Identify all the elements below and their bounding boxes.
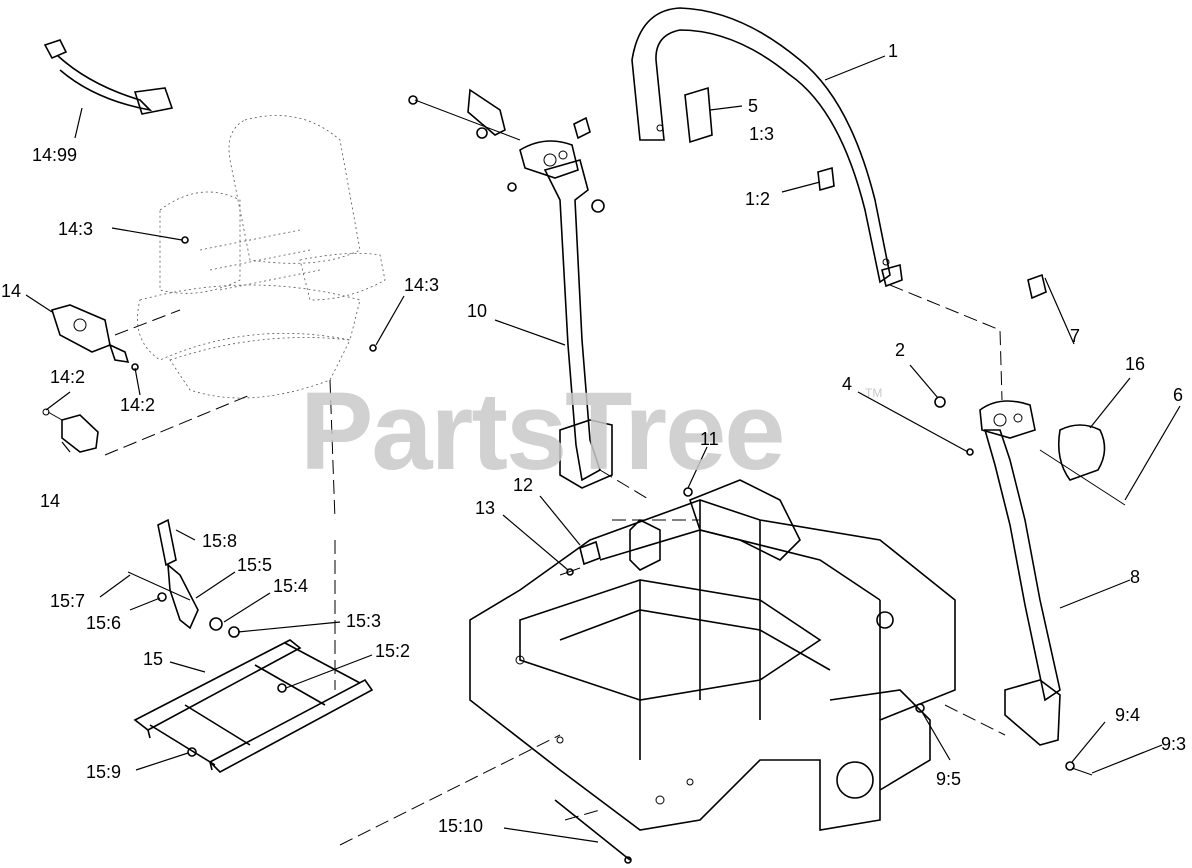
callout-2[interactable]: 2 xyxy=(895,340,906,360)
main-frame-chassis[interactable] xyxy=(469,479,956,831)
callout-11[interactable]: 11 xyxy=(700,429,719,449)
callout-15-6[interactable]: 15:6 xyxy=(86,613,122,633)
callout-15-3[interactable]: 15:3 xyxy=(346,611,382,631)
bolt-14-3b[interactable] xyxy=(369,344,377,352)
decal-1-2 xyxy=(817,166,835,192)
callout-15-10[interactable]: 15:10 xyxy=(438,816,484,836)
callout-15-9[interactable]: 15:9 xyxy=(86,762,122,782)
seat-adjuster-handle[interactable] xyxy=(157,518,199,630)
callout-12[interactable]: 12 xyxy=(513,475,534,495)
callout-9-3[interactable]: 9:3 xyxy=(1161,734,1187,754)
callout-15[interactable]: 15 xyxy=(143,649,164,669)
callout-15-5[interactable]: 15:5 xyxy=(237,555,273,575)
callout-14-b[interactable]: 14 xyxy=(40,491,61,511)
rops-upper-hoop[interactable] xyxy=(631,7,903,288)
callout-9-4[interactable]: 9:4 xyxy=(1115,705,1141,725)
frame-hardware[interactable] xyxy=(559,487,693,576)
callout-16[interactable]: 16 xyxy=(1125,354,1146,374)
callout-1[interactable]: 1 xyxy=(888,41,899,61)
callout-9-5[interactable]: 9:5 xyxy=(936,769,962,789)
callout-8[interactable]: 8 xyxy=(1130,567,1141,587)
rops-left-hardware[interactable] xyxy=(408,88,605,213)
callout-7[interactable]: 7 xyxy=(1070,326,1081,346)
callout-6[interactable]: 6 xyxy=(1173,385,1184,405)
callout-4[interactable]: 4 xyxy=(842,374,853,394)
rod-15-10[interactable] xyxy=(554,799,632,864)
callout-14-a[interactable]: 14 xyxy=(1,281,22,301)
rops-right-lower[interactable] xyxy=(979,400,1061,746)
callout-15-8[interactable]: 15:8 xyxy=(202,531,238,551)
callout-14-3b[interactable]: 14:3 xyxy=(404,275,440,295)
callout-5[interactable]: 5 xyxy=(748,96,759,116)
seat-rail-frame[interactable] xyxy=(133,639,374,773)
buckle-upper[interactable] xyxy=(50,304,130,363)
bolt-14-3a[interactable] xyxy=(181,236,189,244)
callout-14-99[interactable]: 14:99 xyxy=(32,145,78,165)
partstree-watermark: PartsTree xyxy=(300,370,785,493)
callout-13[interactable]: 13 xyxy=(475,498,496,518)
rops-left-lower[interactable] xyxy=(519,140,613,489)
seat-assembly[interactable] xyxy=(137,115,386,399)
callout-15-4[interactable]: 15:4 xyxy=(273,576,309,596)
seat-adjuster-hardware[interactable] xyxy=(127,571,287,757)
callout-14-2a[interactable]: 14:2 xyxy=(50,367,86,387)
callout-1-3[interactable]: 1:3 xyxy=(749,124,775,144)
decal-5 xyxy=(684,86,713,144)
buckle-lower[interactable] xyxy=(42,408,99,453)
callout-14-3a[interactable]: 14:3 xyxy=(58,219,94,239)
callout-10[interactable]: 10 xyxy=(467,301,488,321)
callout-1-2[interactable]: 1:2 xyxy=(745,189,771,209)
bracket-16 xyxy=(1057,424,1106,481)
seat-belt-part[interactable] xyxy=(43,39,174,115)
callout-14-2b[interactable]: 14:2 xyxy=(120,395,156,415)
trademark-mark: TM xyxy=(865,386,883,400)
callout-15-2[interactable]: 15:2 xyxy=(375,641,411,661)
callout-15-7[interactable]: 15:7 xyxy=(50,591,86,611)
leader-lines xyxy=(25,55,1181,843)
rops-right-hardware[interactable] xyxy=(915,273,1126,776)
